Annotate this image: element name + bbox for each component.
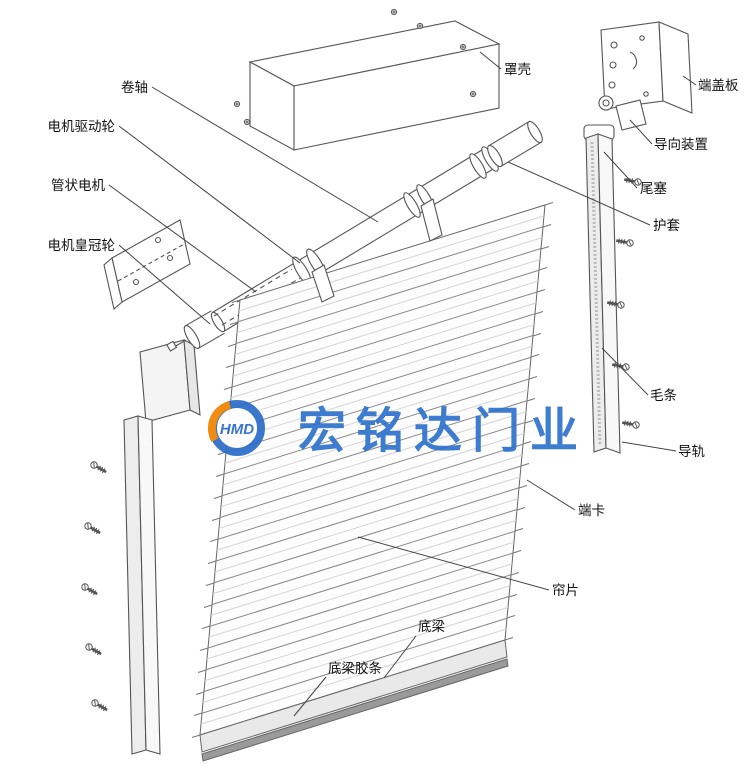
label-guide-rail: 导轨 — [621, 441, 706, 459]
label-brush-strip-text: 毛条 — [650, 387, 678, 403]
guide-device-part — [598, 95, 647, 131]
leader-line — [526, 479, 576, 511]
leader-line — [108, 184, 257, 293]
label-end-clip: 端卡 — [526, 479, 605, 518]
label-motor-drive-wheel: 电机驱动轮 — [48, 119, 301, 264]
brush-strip-part — [590, 141, 602, 447]
bolt-icon — [416, 22, 424, 30]
watermark-company-text: 宏铭达门业 — [298, 405, 588, 458]
label-curtain-slat: 帘片 — [357, 536, 579, 598]
label-end-cover-plate: 端盖板 — [682, 75, 739, 93]
watermark-logo-text: HMD — [220, 421, 254, 438]
screw-icon — [88, 459, 110, 477]
label-bottom-beam-text: 底梁 — [418, 619, 445, 634]
leader-line — [118, 125, 301, 264]
screw-icon — [620, 418, 642, 431]
label-protective-sleeve: 护套 — [507, 161, 681, 233]
left-guide-rail — [123, 415, 161, 755]
motor-crown-wheel-part — [183, 325, 201, 349]
leader-line — [507, 161, 651, 226]
label-motor-drive-wheel-text: 电机驱动轮 — [48, 119, 116, 134]
watermark-logo-orange-arc — [207, 401, 232, 442]
label-tail-plug-text: 尾塞 — [640, 180, 668, 196]
bolt-icon — [459, 43, 467, 51]
screw-icon — [89, 697, 111, 715]
motor-bracket-plate — [103, 219, 191, 311]
screw-icon — [83, 641, 105, 659]
leader-line — [629, 119, 653, 145]
leader-line — [357, 536, 550, 591]
label-guide-device: 导向装置 — [629, 119, 708, 152]
leader-line — [682, 75, 697, 86]
label-guide-device-text: 导向装置 — [654, 137, 708, 152]
label-bottom-beam-rubber-strip: 底梁胶条 — [293, 660, 382, 717]
leader-line — [118, 244, 211, 325]
leader-line — [601, 347, 649, 396]
label-tubular-motor: 管状电机 — [51, 178, 257, 293]
tubular-motor-hidden-line — [213, 268, 293, 317]
label-end-clip-text: 端卡 — [578, 503, 605, 518]
bolt-icon — [469, 90, 477, 98]
label-cover-housing: 罩壳 — [479, 51, 531, 77]
bottom-beam-rubber-part — [201, 658, 509, 762]
leader-line — [383, 635, 417, 679]
cover-housing-box — [248, 20, 501, 151]
leader-line — [293, 676, 327, 717]
leader-line — [621, 441, 677, 452]
screw-icon — [614, 236, 636, 249]
curtain-hanger-straps — [311, 198, 443, 303]
label-bottom-beam-rubber-strip-text: 底梁胶条 — [328, 660, 382, 676]
label-end-cover-plate-text: 端盖板 — [698, 78, 739, 93]
watermark: HMD 宏铭达门业 — [207, 400, 588, 458]
screw-icon — [79, 581, 101, 599]
end-cover-plate-part — [600, 21, 693, 114]
label-tubular-motor-text: 管状电机 — [51, 178, 105, 193]
label-tail-plug: 尾塞 — [603, 151, 668, 196]
curtain-panel — [200, 205, 545, 735]
protective-sleeve-part — [469, 153, 487, 179]
bottom-beam-part — [199, 639, 508, 753]
left-rail-cap — [139, 339, 201, 423]
label-roller-shaft-text: 卷轴 — [121, 80, 148, 95]
leader-line — [479, 51, 502, 70]
label-roller-shaft: 卷轴 — [121, 80, 379, 223]
bolt-icon — [243, 118, 251, 126]
label-protective-sleeve-text: 护套 — [653, 218, 681, 233]
bolt-icon — [233, 100, 241, 108]
bolt-icon — [390, 8, 398, 16]
label-guide-rail-text: 导轨 — [678, 444, 706, 459]
label-motor-crown-wheel-text: 电机皇冠轮 — [48, 238, 116, 253]
screw-icon — [82, 520, 104, 538]
right-guide-rail — [583, 124, 621, 454]
label-brush-strip: 毛条 — [601, 347, 678, 403]
left-rail-screws — [79, 459, 111, 715]
label-cover-housing-text: 罩壳 — [504, 62, 531, 77]
label-bottom-beam: 底梁 — [383, 619, 445, 679]
label-motor-crown-wheel: 电机皇冠轮 — [48, 238, 211, 325]
leader-line — [151, 86, 379, 223]
leader-line — [603, 151, 638, 189]
screw-icon — [622, 175, 644, 188]
label-curtain-slat-text: 帘片 — [552, 583, 579, 598]
